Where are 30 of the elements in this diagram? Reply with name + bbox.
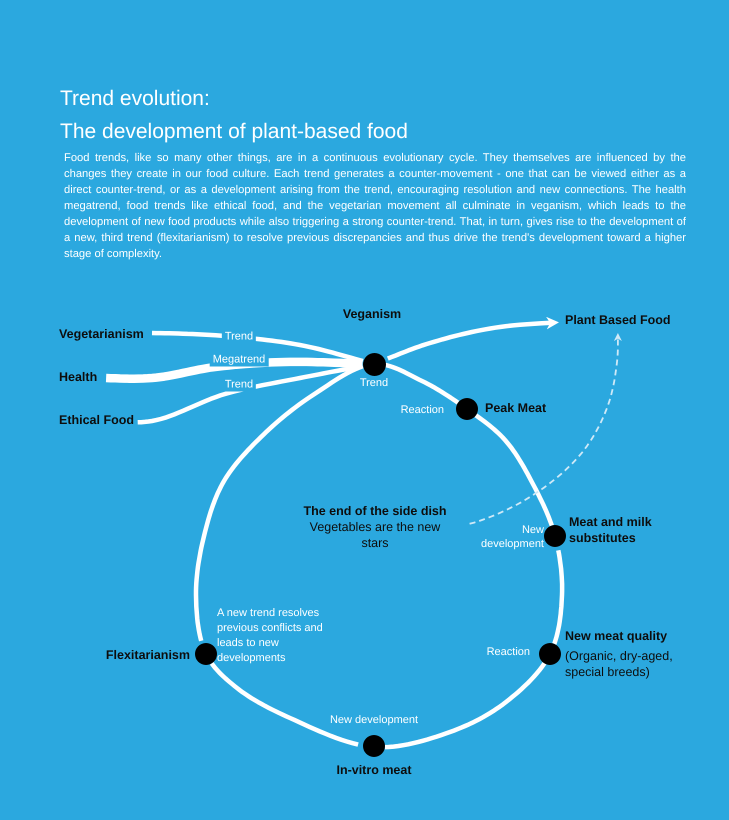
- dashed-arrow: [468, 333, 622, 525]
- stage-label: In-vitro meat: [335, 762, 412, 778]
- stage-note: A new trend resolves previous conflicts and leads to new developments: [217, 606, 324, 666]
- connector-line: [384, 660, 548, 750]
- stage-label: Flexitarianism: [104, 647, 190, 663]
- connector-line: [210, 662, 360, 747]
- stage-note: New development: [328, 713, 420, 727]
- arrow: [386, 316, 559, 361]
- edge-label: Megatrend: [210, 354, 268, 366]
- diagram-title: Trend evolution:: [60, 86, 210, 112]
- stage-label: New meat quality: [565, 628, 668, 644]
- heading-text: The end of the side dish: [302, 503, 448, 519]
- stage-label: Meat and milk substitutes: [569, 514, 653, 546]
- connector-line: [473, 412, 554, 526]
- stage-label: (Organic, dry-aged, special breeds): [565, 648, 674, 680]
- connector-line: [552, 548, 564, 646]
- body-text: Vegetables are the new stars: [308, 519, 442, 551]
- stage-label: Peak Meat: [485, 400, 546, 416]
- stage-note: New development: [480, 523, 544, 551]
- trend-label: Vegetarianism: [59, 326, 144, 342]
- trend-label: Health: [59, 369, 98, 385]
- stage-note: Reaction: [400, 403, 444, 417]
- stage-note: Trend: [358, 376, 390, 390]
- diagram-subtitle: The development of plant-based food: [60, 119, 408, 145]
- stage-label: Veganism: [342, 306, 402, 322]
- trend-label: Ethical Food: [59, 412, 134, 428]
- stage-note: Reaction: [486, 645, 530, 659]
- edge-label: Trend: [222, 330, 256, 344]
- description-paragraph: Food trends, like so many other things, are in a continuous evolutionary cycle. They themselves are influenced by the changes they create in our food culture. Each trend generates a counter-movement - one that can be viewed either as a direct counter-trend, or as a development arising from the trend, encouraging resolution and new connections. The health megatrend, food trends like ethical food, and the vegetarian movement all culminate in veganism, which leads to the development of new food products while also triggering a strong counter-trend. That, in turn, gives rise to the development of a new, third trend (flexitarianism) to resolve previous discrepancies and thus drive the trend's development toward a higher stage of complexity.: [64, 151, 686, 262]
- trend-label: Plant Based Food: [565, 312, 671, 328]
